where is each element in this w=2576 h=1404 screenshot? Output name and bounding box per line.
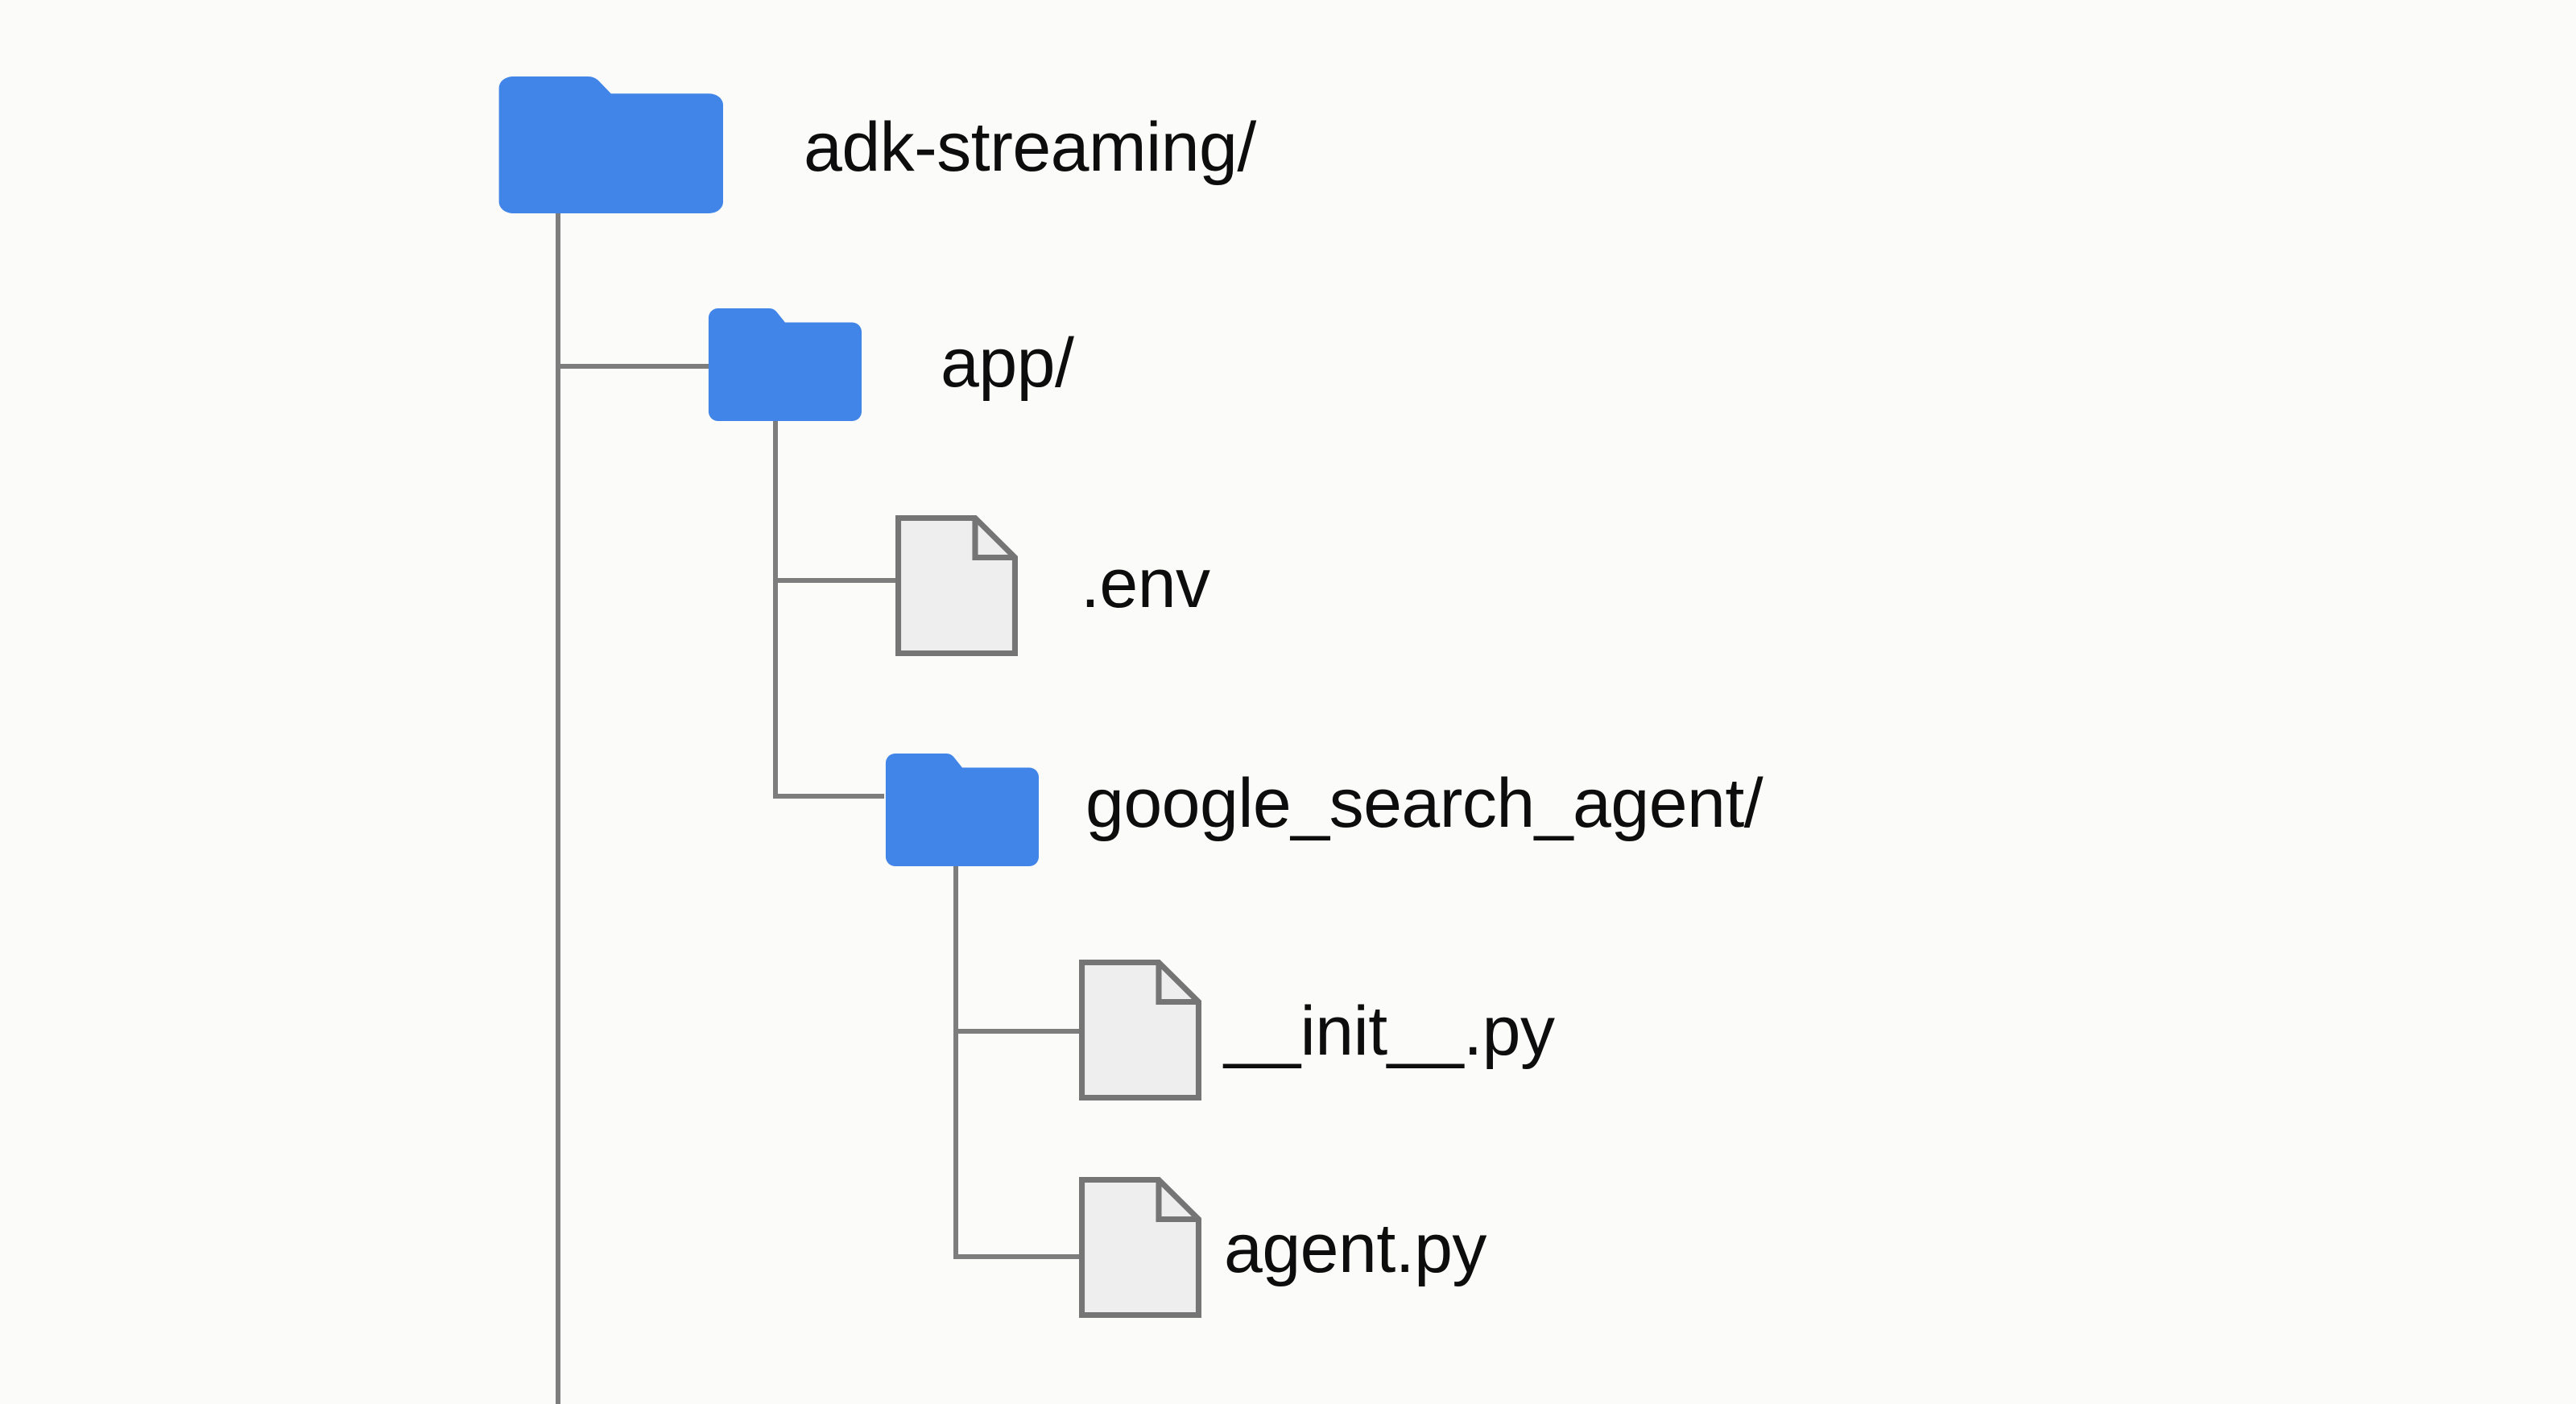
tree-connector-gsa-trunk xyxy=(953,863,958,1259)
file-icon[interactable] xyxy=(1079,1177,1201,1318)
file-icon[interactable] xyxy=(1079,960,1201,1100)
tree-connector-app-to-env xyxy=(773,578,900,583)
tree-node-label-google_search_agent[interactable]: google_search_agent/ xyxy=(1085,765,1764,842)
tree-connector-app-trunk xyxy=(773,419,778,799)
tree-connector-gsa-to-agent xyxy=(953,1254,1084,1259)
tree-node-label-init_py[interactable]: __init__.py xyxy=(1224,993,1555,1070)
tree-node-label-agent_py[interactable]: agent.py xyxy=(1224,1210,1486,1287)
folder-icon[interactable] xyxy=(490,76,723,213)
tree-connector-app-to-gsa xyxy=(773,794,884,799)
tree-connector-gsa-to-init xyxy=(953,1029,1084,1034)
tree-node-label-env[interactable]: .env xyxy=(1081,545,1210,622)
folder-icon[interactable] xyxy=(702,308,862,421)
tree-connector-root-to-app xyxy=(556,364,709,369)
tree-node-label-root[interactable]: adk-streaming/ xyxy=(804,109,1256,186)
file-icon[interactable] xyxy=(895,515,1018,656)
folder-icon[interactable] xyxy=(879,754,1039,866)
tree-node-label-app[interactable]: app/ xyxy=(941,324,1074,402)
tree-connector-root-trunk xyxy=(556,211,560,1404)
